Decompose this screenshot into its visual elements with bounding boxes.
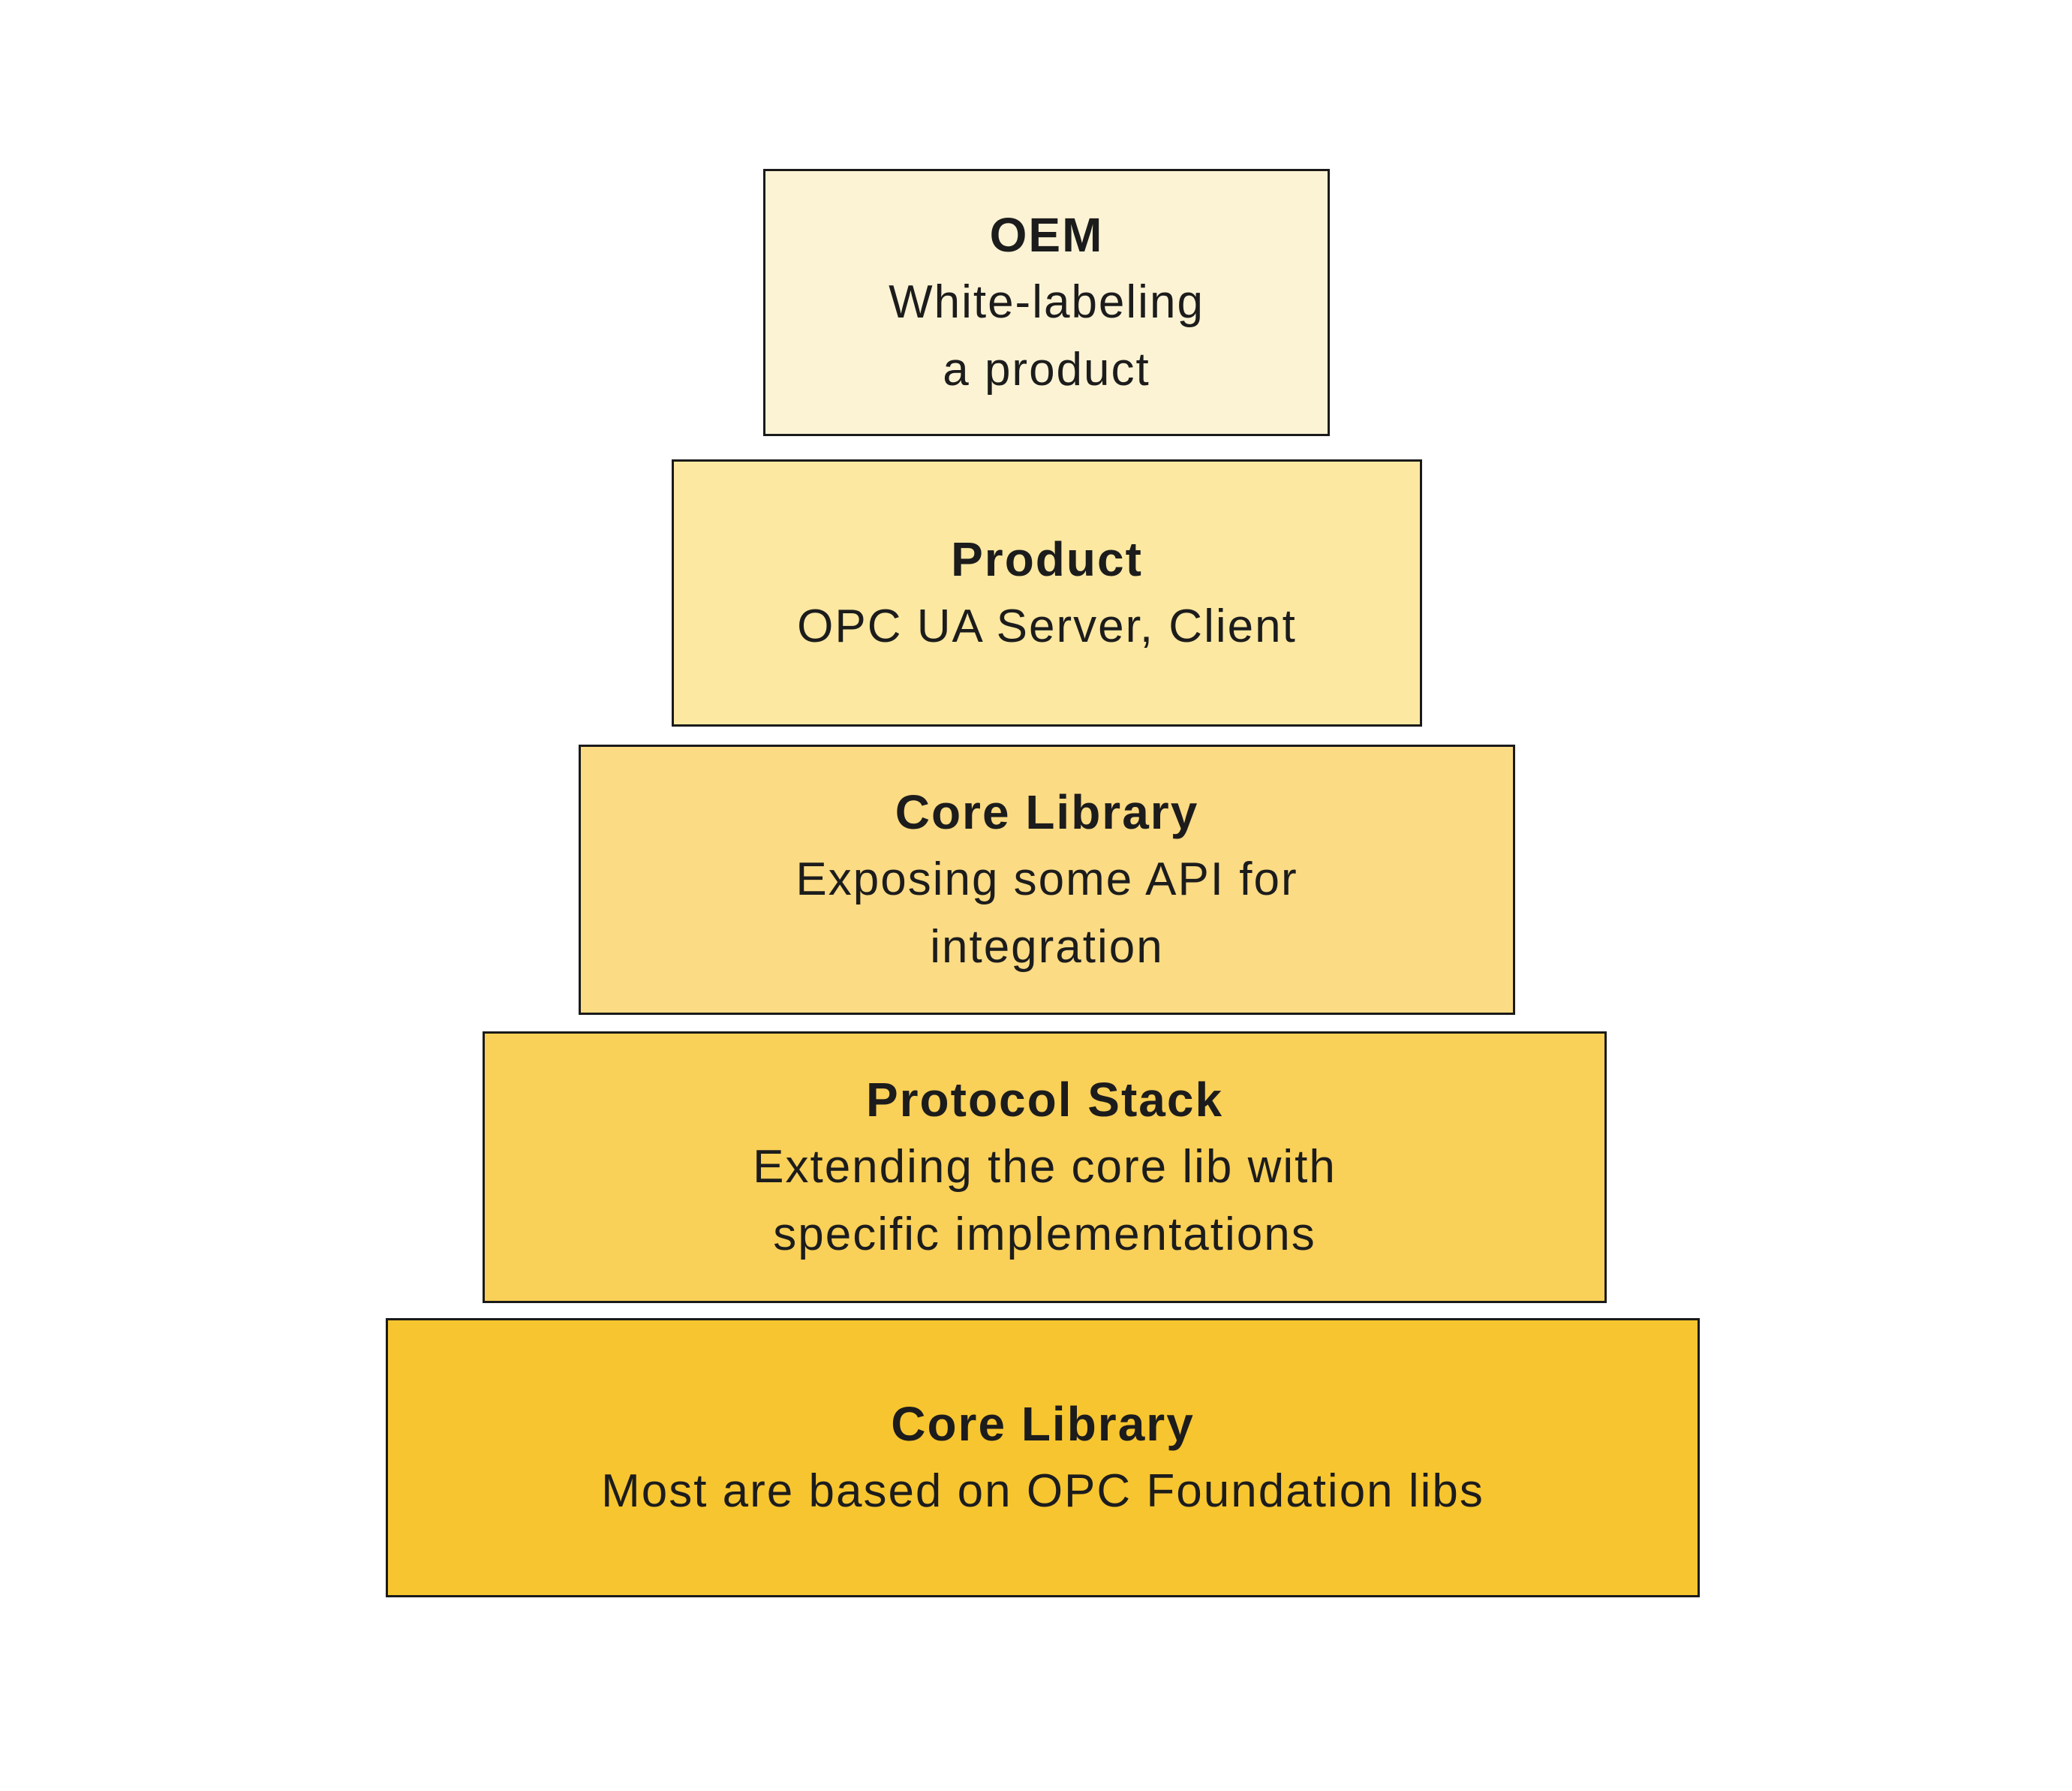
layer-description-line: Extending the core lib with (753, 1141, 1337, 1193)
layer-protocol-stack: Protocol Stack Extending the core lib wi… (483, 1031, 1607, 1303)
layer-description-line: Most are based on OPC Foundation libs (601, 1465, 1484, 1517)
layer-core-library-api: Core Library Exposing some API for integ… (579, 745, 1515, 1015)
layer-description-line: White-labeling (889, 276, 1204, 328)
layer-core-library-foundation: Core Library Most are based on OPC Found… (386, 1318, 1700, 1597)
layer-title: Protocol Stack (865, 1073, 1224, 1127)
layer-product: Product OPC UA Server, Client (672, 459, 1422, 727)
layer-title: OEM (989, 208, 1104, 262)
layer-title: Core Library (895, 785, 1199, 839)
layer-title: Product (951, 532, 1143, 586)
layer-description-line: a product (943, 344, 1150, 396)
layer-oem: OEM White-labeling a product (763, 169, 1330, 436)
layer-description-line: specific implementations (773, 1209, 1316, 1260)
layer-description-line: OPC UA Server, Client (797, 601, 1297, 652)
layer-title: Core Library (891, 1397, 1195, 1451)
layer-description-line: Exposing some API for (795, 853, 1298, 905)
layer-description-line: integration (930, 921, 1164, 973)
